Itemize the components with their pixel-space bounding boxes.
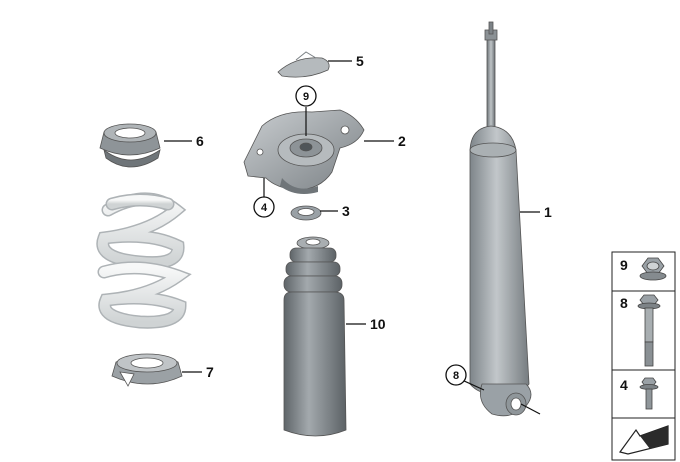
leader-lines [164,60,541,415]
shock-absorber [469,21,532,417]
callout-2: 2 [398,133,406,149]
lower-spring-pad [111,353,183,387]
flange-nut-icon [639,257,667,281]
callout-9: 9 [303,91,309,103]
protective-cap [277,51,330,78]
callout-8-circle: 8 [445,364,467,386]
spacer-ring [290,205,322,221]
legend-label-4: 4 [620,377,628,393]
callout-8: 8 [453,370,459,382]
callout-10: 10 [370,316,386,332]
callout-4: 4 [261,202,268,214]
small-bolt-icon [639,377,659,410]
legend-label-9: 9 [620,257,628,273]
upper-strut-mount [243,109,365,194]
bump-stop-boot [283,236,347,437]
callout-9-circle: 9 [295,85,317,107]
callout-3: 3 [342,203,350,219]
fastener-legend: 9 8 4 [611,251,676,461]
legend-label-8: 8 [620,295,628,311]
arrow-shield-icon [618,425,669,455]
upper-spring-pad [99,123,161,168]
hex-bolt-icon [637,294,661,367]
coil-spring [96,192,192,329]
callout-1: 1 [544,204,552,220]
callout-5: 5 [356,53,364,69]
callout-7: 7 [206,364,214,380]
callout-6: 6 [196,133,204,149]
callout-4-circle: 4 [253,196,275,218]
